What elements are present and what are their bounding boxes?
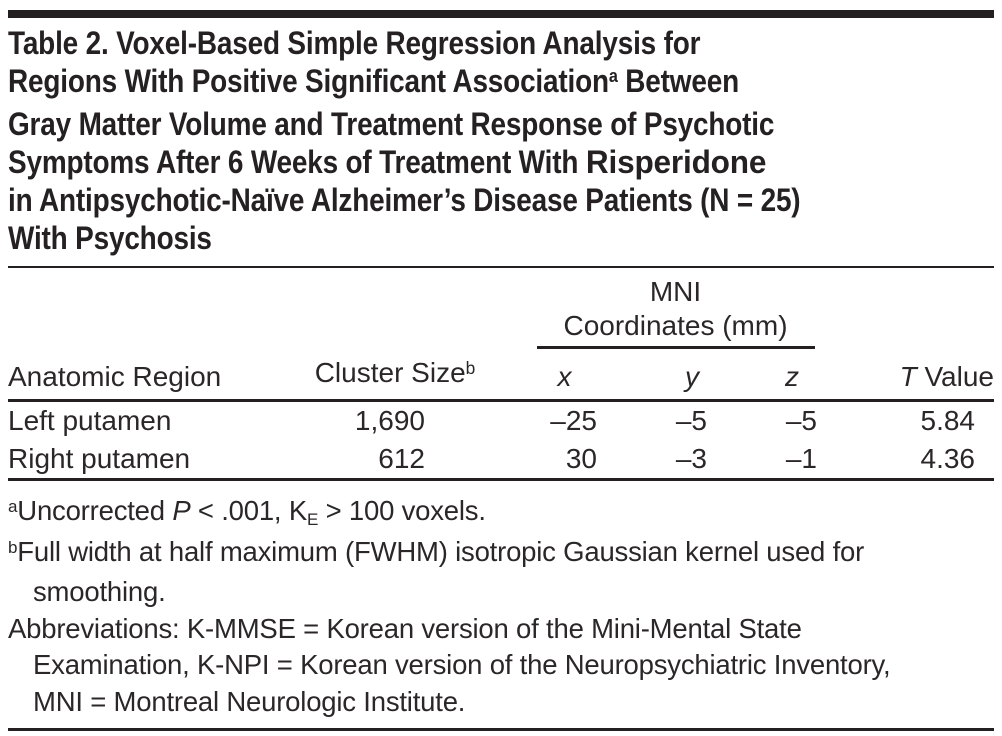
results-table: MNI Coordinates (mm) Anatomic Region Clu… [8, 268, 994, 481]
text-segment: > 100 voxels. [318, 495, 486, 526]
text-segment-sup: a [608, 64, 618, 86]
spanner-line-1: MNI [649, 276, 702, 307]
column-header-x: x [482, 361, 647, 392]
text-segment: Regions With Positive Significant Associ… [8, 63, 609, 99]
cell-y: –5 [675, 405, 707, 436]
paper-page: Table 2. Voxel-Based Simple Regression A… [0, 10, 1002, 731]
text-line: Gray Matter Volume and Treatment Respons… [8, 105, 994, 143]
cell-z: –1 [785, 443, 817, 474]
spanner-row: MNI Coordinates (mm) [8, 268, 994, 349]
text-line: aUncorrected P < .001, KE > 100 voxels. [8, 493, 994, 534]
text-segment-i: x [557, 361, 572, 392]
text-line: With Psychosis [8, 219, 994, 257]
column-header-z: z [737, 361, 847, 392]
cell-z: –5 [785, 405, 817, 436]
text-line: Symptoms After 6 Weeks of Treatment With… [8, 143, 994, 181]
text-segment: Value [916, 361, 994, 392]
text-segment: With Psychosis [8, 220, 212, 256]
table-header-row: Anatomic Region Cluster Sizeb x y z T Va… [8, 349, 994, 399]
table-title: Table 2. Voxel-Based Simple Regression A… [8, 24, 994, 257]
text-line: Anatomic Region [8, 361, 308, 392]
text-segment: MNI = Montreal Neurologic Institute. [33, 685, 466, 717]
text-segment: Examination, K-NPI = Korean version of t… [33, 649, 891, 680]
text-segment: < .001, K [190, 495, 307, 526]
spanner-mni-coordinates: MNI Coordinates (mm) [504, 268, 847, 349]
text-segment-sup: b [465, 358, 476, 379]
text-line: x [482, 361, 647, 392]
text-line: y [647, 361, 737, 392]
text-segment-sub: E [306, 509, 319, 529]
text-segment-i: z [785, 361, 799, 392]
text-line: Regions With Positive Significant Associ… [8, 62, 994, 105]
text-segment: Between [617, 63, 739, 99]
cell-cluster-size: 1,690 [354, 405, 425, 436]
footnotes: aUncorrected P < .001, KE > 100 voxels.b… [8, 493, 994, 720]
final-rule [8, 728, 994, 731]
text-segment: Gray Matter Volume and Treatment Respons… [8, 106, 775, 142]
text-segment: Table 2. Voxel-Based Simple Regression A… [8, 25, 701, 61]
text-segment-i: T [899, 361, 917, 392]
table-row-right-putamen: Right putamen 612 30 –3 –1 4.36 [8, 440, 994, 478]
text-line: z [737, 361, 847, 392]
column-header-y: y [647, 361, 737, 392]
cell-cluster-size: 612 [378, 443, 425, 474]
text-segment: Symptoms After 6 Weeks of Treatment With [8, 144, 586, 180]
column-header-anatomic-region: Anatomic Region [8, 361, 308, 392]
column-header-t-value: T Value [847, 361, 994, 392]
cell-y: –3 [675, 443, 707, 474]
cell-x: 30 [565, 443, 597, 474]
text-segment-i: P [172, 495, 191, 526]
cell-region: Left putamen [8, 405, 172, 436]
text-segment: Abbreviations: K-MMSE = Korean version o… [8, 612, 802, 644]
text-line: Table 2. Voxel-Based Simple Regression A… [8, 24, 994, 62]
text-segment: Full width at half maximum (FWHM) isotro… [17, 535, 865, 567]
cell-t-value: 4.36 [920, 443, 976, 474]
text-segment: Anatomic Region [8, 361, 222, 392]
header-bottom-rule [8, 399, 994, 402]
text-segment-sup: a [8, 497, 18, 517]
title-rule [8, 266, 994, 268]
text-line: bFull width at half maximum (FWHM) isotr… [8, 534, 994, 575]
spanner-rule [536, 346, 815, 349]
table-row-left-putamen: Left putamen 1,690 –25 –5 –5 5.84 [8, 402, 994, 440]
text-segment: Uncorrected [17, 495, 173, 526]
text-segment-sup: b [8, 537, 18, 557]
text-segment: smoothing. [33, 576, 166, 607]
text-line: Examination, K-NPI = Korean version of t… [8, 647, 994, 684]
text-segment-i: y [685, 361, 699, 392]
column-header-cluster-size: Cluster Sizeb [308, 357, 482, 392]
text-line: smoothing. [8, 574, 994, 611]
spanner-line-2: Coordinates (mm) [563, 310, 788, 341]
top-rule [8, 10, 994, 18]
cell-t-value: 5.84 [920, 405, 976, 436]
text-line: in Antipsychotic-Naïve Alzheimer’s Disea… [8, 181, 994, 219]
text-segment-drug: Risperidone [585, 144, 767, 180]
text-line: MNI = Montreal Neurologic Institute. [8, 684, 994, 721]
text-line: Abbreviations: K-MMSE = Korean version o… [8, 611, 994, 648]
text-segment: in Antipsychotic-Naïve Alzheimer’s Disea… [8, 182, 801, 218]
cell-x: –25 [550, 405, 597, 436]
table-bottom-rule [8, 478, 994, 481]
text-segment: Cluster Size [314, 357, 466, 388]
text-line: T Value [847, 361, 994, 392]
cell-region: Right putamen [8, 443, 191, 474]
text-line: Cluster Sizeb [308, 357, 482, 392]
